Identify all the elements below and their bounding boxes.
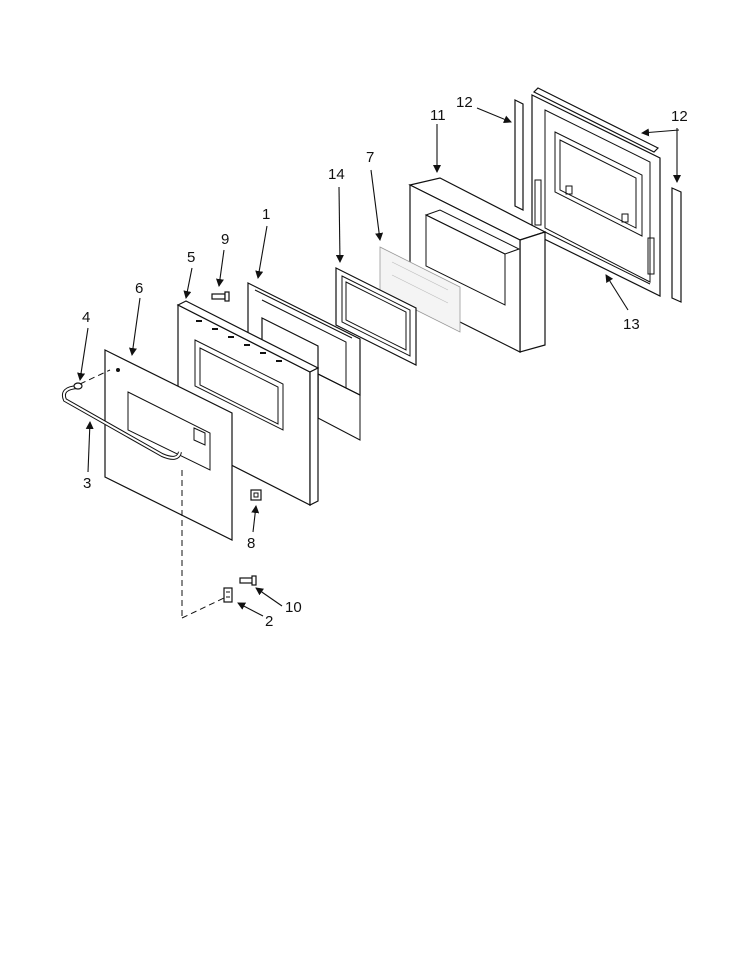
label-part-2: 2 <box>265 613 274 630</box>
door-handle-part <box>61 382 182 460</box>
label-part-14: 14 <box>328 166 345 183</box>
clip-part-8 <box>250 489 262 501</box>
label-part-5: 5 <box>187 249 196 266</box>
label-part-3: 3 <box>83 475 92 492</box>
glass-gasket-frame-part <box>335 267 417 366</box>
hinge-bracket-part-2 <box>223 587 233 603</box>
assembly-guide-lines <box>79 369 225 619</box>
label-part-4: 4 <box>82 309 91 326</box>
outer-door-panel-part <box>104 349 233 541</box>
door-seal-strips-part <box>514 87 682 303</box>
inner-door-panel-part <box>176 300 320 506</box>
label-part-8: 8 <box>247 535 256 552</box>
label-part-1: 1 <box>262 206 271 223</box>
label-part-13: 13 <box>623 316 640 333</box>
label-part-11: 11 <box>430 107 446 124</box>
leader-arrows <box>77 107 681 617</box>
label-part-12-left: 12 <box>456 94 473 111</box>
inner-door-frame-part <box>531 94 661 297</box>
label-part-12-right: 12 <box>671 108 688 125</box>
label-part-10: 10 <box>285 599 302 616</box>
door-glass-part <box>379 246 461 333</box>
label-part-9: 9 <box>221 231 230 248</box>
label-part-7: 7 <box>366 149 375 166</box>
screw-part-10 <box>239 575 257 586</box>
screw-part-9 <box>211 291 230 302</box>
label-part-6: 6 <box>135 280 144 297</box>
door-outer-wrapper-part <box>408 177 547 353</box>
